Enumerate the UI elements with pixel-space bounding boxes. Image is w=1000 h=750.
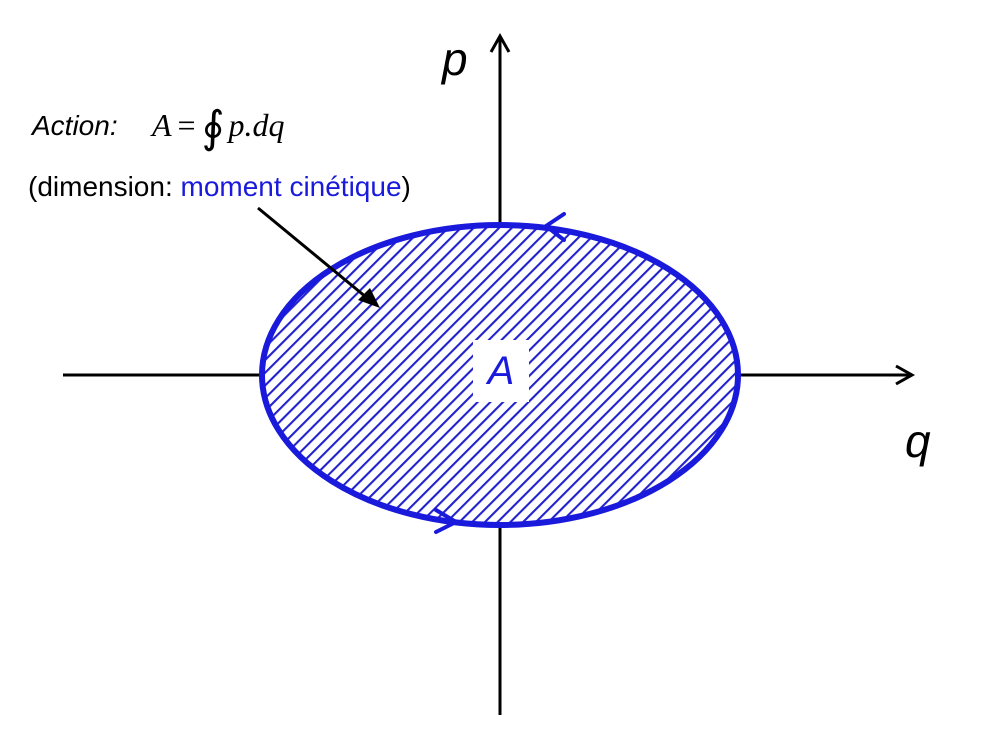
action-label: Action: bbox=[32, 110, 118, 141]
dimension-suffix: ) bbox=[401, 171, 411, 202]
p-axis-label: p bbox=[442, 33, 468, 85]
phase-orbit-curve bbox=[259, 222, 741, 528]
dimension-prefix: (dimension: bbox=[28, 171, 181, 202]
arrow-pointer-icon bbox=[257, 206, 380, 308]
p-axis-arrowhead-icon bbox=[489, 32, 511, 53]
contour-integral-symbol: ∮ bbox=[201, 103, 225, 152]
q-axis-arrowhead-icon bbox=[895, 364, 916, 386]
formula-rhs: p.dq bbox=[228, 107, 285, 143]
action-formula: A=∮p.dq bbox=[152, 106, 285, 150]
formula-equals: = bbox=[177, 107, 196, 143]
top-direction-arrow-icon bbox=[544, 212, 566, 242]
q-axis-label: q bbox=[905, 415, 931, 467]
bottom-direction-arrow-icon bbox=[434, 508, 458, 534]
dimension-note: (dimension: moment cinétique) bbox=[28, 173, 411, 201]
area-label-box: A bbox=[473, 340, 529, 402]
area-label: A bbox=[487, 349, 515, 393]
formula-lhs: A bbox=[152, 107, 172, 143]
dimension-value: moment cinétique bbox=[180, 171, 402, 202]
